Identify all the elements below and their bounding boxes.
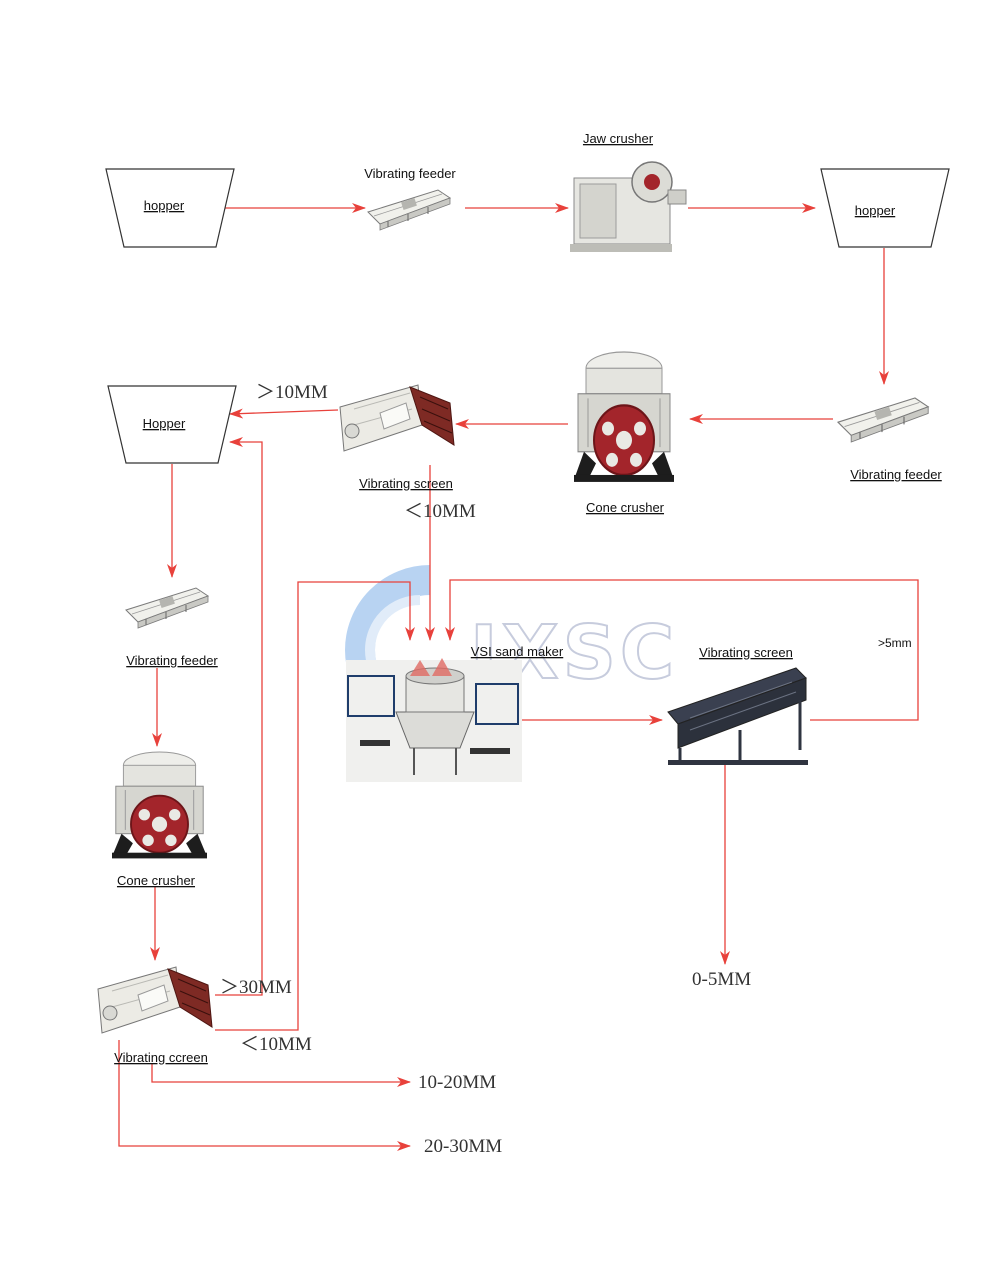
- feeder-3-image: [125, 587, 209, 629]
- size-gt30: ＞30MM: [220, 977, 292, 998]
- vsi-sand-maker: VSI sand maker: [346, 644, 564, 782]
- vibrating-feeder-2: Vibrating feeder: [837, 397, 942, 482]
- vibrating-screen-1: Vibrating screen: [339, 384, 455, 491]
- size-out-20-30: 20-30MM: [424, 1136, 502, 1157]
- jaw-crusher-image: [570, 161, 687, 252]
- cone-crusher-2: Cone crusher: [111, 751, 208, 888]
- arrow-screen-gt30-return: [215, 437, 263, 996]
- size-gt5: >5mm: [878, 636, 912, 650]
- hopper-3: Hopper: [107, 385, 237, 464]
- cone-crusher-1-label: Cone crusher: [586, 500, 665, 515]
- screen-2-image: [97, 966, 213, 1034]
- hopper-2: hopper: [820, 168, 950, 248]
- vibrating-feeder-3: Vibrating feeder: [125, 587, 218, 668]
- size-lt10-b: ＜10MM: [240, 1034, 312, 1055]
- screen-1-image: [339, 384, 455, 452]
- vibrating-screen-2: Vibrating ccreen: [97, 966, 213, 1065]
- vsi-image: [346, 658, 522, 782]
- feeder-1-label: Vibrating feeder: [364, 166, 456, 181]
- feeder-1-image: [367, 189, 451, 231]
- arrow-out-20-30: [118, 1040, 411, 1151]
- size-lt10-a: ＜10MM: [404, 501, 476, 522]
- jaw-crusher-label: Jaw crusher: [583, 131, 654, 146]
- hopper-1: hopper: [105, 168, 235, 248]
- screen-3-label: Vibrating screen: [699, 645, 793, 660]
- flow-arrows: [118, 203, 919, 1151]
- hopper-2-label: hopper: [855, 203, 896, 218]
- feeder-2-image: [837, 397, 929, 443]
- feeder-3-label: Vibrating feeder: [126, 653, 218, 668]
- feeder-2-label: Vibrating feeder: [850, 467, 942, 482]
- vibrating-feeder-1: Vibrating feeder: [364, 166, 456, 231]
- arrow-screen-lt10-to-vsi: [215, 581, 415, 1031]
- cone-crusher-1-image: [572, 350, 676, 484]
- hopper-3-label: Hopper: [143, 416, 186, 431]
- screen-3-image: [667, 667, 808, 765]
- screen-2-label: Vibrating ccreen: [114, 1050, 208, 1065]
- cone-crusher-2-image: [111, 751, 208, 860]
- arrow-screen-to-hopper: [229, 408, 339, 419]
- cone-crusher-2-label: Cone crusher: [117, 873, 196, 888]
- vsi-label: VSI sand maker: [471, 644, 564, 659]
- arrow-out-10-20: [151, 1063, 411, 1087]
- screen-1-label: Vibrating screen: [359, 476, 453, 491]
- size-out-10-20: 10-20MM: [418, 1072, 496, 1093]
- size-gt10: ＞10MM: [256, 382, 328, 403]
- hopper-1-label: hopper: [144, 198, 185, 213]
- vibrating-screen-3: Vibrating screen: [667, 645, 808, 765]
- jaw-crusher: Jaw crusher: [570, 131, 687, 252]
- size-out-0-5: 0-5MM: [692, 969, 751, 990]
- arrow-gt5-return: [445, 579, 919, 721]
- cone-crusher-1: Cone crusher: [572, 350, 676, 515]
